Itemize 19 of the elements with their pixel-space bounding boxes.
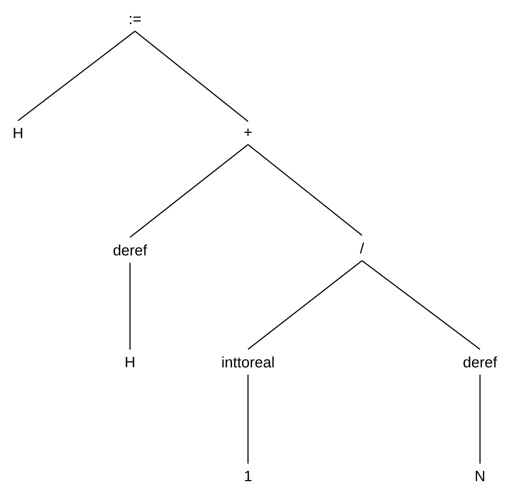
- tree-node-label: deref: [464, 356, 498, 368]
- tree-node-label: /: [360, 242, 364, 254]
- tree-branch: [130, 144, 248, 238]
- tree-node-label: N: [476, 470, 484, 482]
- tree-branch: [248, 260, 362, 350]
- tree-branch: [479, 374, 481, 464]
- tree-node-label: deref: [114, 244, 148, 256]
- tree-node-label: inttoreal: [222, 356, 274, 368]
- tree-node-label: H: [14, 128, 22, 138]
- tree-node-label: 1: [244, 470, 252, 482]
- tree-branch: [362, 260, 480, 350]
- tree-node-label: +: [244, 128, 252, 136]
- tree-node-label: H: [126, 356, 134, 368]
- tree-branch: [18, 30, 136, 122]
- tree-branch: [129, 262, 131, 350]
- tree-branch: [248, 144, 362, 236]
- tree-branch: [134, 30, 248, 122]
- tree-node-label: :=: [130, 16, 141, 24]
- tree-branch: [247, 374, 249, 464]
